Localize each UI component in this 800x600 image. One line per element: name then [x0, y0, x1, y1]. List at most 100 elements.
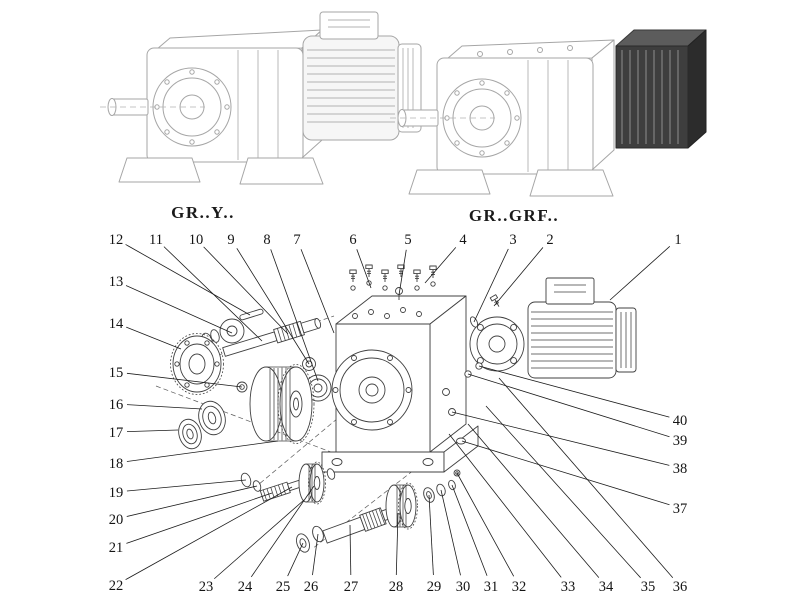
- leader-line-2: [493, 247, 544, 307]
- intermediate-pinion-assembly: [240, 461, 336, 505]
- leader-line-10: [203, 246, 289, 335]
- leader-line-40: [478, 365, 670, 418]
- leader-line-21: [126, 492, 273, 544]
- callout-label-37: 37: [673, 501, 688, 517]
- callout-label-30: 30: [456, 579, 471, 595]
- leader-line-4: [424, 247, 457, 284]
- dark-cover-front: [615, 45, 689, 149]
- output-washers: [423, 469, 461, 503]
- callout-label-29: 29: [427, 579, 442, 595]
- callout-label-27: 27: [344, 579, 359, 595]
- callout-label-26: 26: [304, 579, 319, 595]
- model-label-left: GR..Y..: [171, 203, 235, 222]
- leader-line-6: [356, 249, 372, 289]
- leader-line-31: [451, 484, 488, 576]
- callout-label-4: 4: [459, 232, 467, 248]
- callout-label-17: 17: [109, 425, 124, 441]
- leader-line-29: [428, 494, 434, 576]
- leader-line-25: [287, 542, 304, 577]
- intermediate-pinion: [259, 479, 302, 502]
- leader-line-28: [395, 512, 399, 576]
- foot-left-2: [239, 157, 324, 185]
- assembled-view-gr-grf: [390, 29, 707, 197]
- leader-line-33: [448, 433, 562, 578]
- foot-right-2: [529, 169, 614, 197]
- motor-body-left: [302, 35, 400, 141]
- callout-label-5: 5: [404, 232, 411, 248]
- motor: [527, 277, 637, 379]
- callout-label-32: 32: [512, 579, 527, 595]
- callout-label-18: 18: [109, 456, 124, 472]
- callout-label-7: 7: [293, 232, 300, 248]
- callout-label-22: 22: [109, 578, 124, 594]
- leader-line-20: [126, 485, 258, 517]
- callout-label-13: 13: [109, 274, 124, 290]
- callout-label-2: 2: [546, 232, 553, 248]
- leader-line-32: [456, 472, 515, 577]
- callout-label-23: 23: [199, 579, 214, 595]
- callout-label-14: 14: [109, 316, 124, 332]
- callout-label-24: 24: [238, 579, 253, 595]
- dark-cover-side: [687, 29, 707, 149]
- motor-assembly: [464, 277, 637, 379]
- callout-label-19: 19: [109, 485, 124, 501]
- leader-line-9: [236, 248, 310, 365]
- callout-label-34: 34: [599, 579, 614, 595]
- callout-label-6: 6: [349, 232, 356, 248]
- oil-plug-1: [442, 388, 450, 396]
- leader-line-35: [485, 405, 641, 579]
- callout-label-9: 9: [227, 232, 234, 248]
- bearing-small: [178, 418, 202, 450]
- leader-line-5: [398, 249, 407, 296]
- leader-line-8: [270, 249, 319, 382]
- leader-line-1: [609, 246, 671, 301]
- foot-left-1: [118, 157, 201, 183]
- callout-label-39: 39: [673, 433, 688, 449]
- callout-label-11: 11: [149, 232, 163, 248]
- leader-line-37: [461, 440, 670, 506]
- intermediate-gear: [298, 461, 326, 505]
- callout-label-1: 1: [674, 232, 681, 248]
- callout-label-10: 10: [189, 232, 204, 248]
- callout-label-3: 3: [509, 232, 516, 248]
- bearing-flange: [170, 333, 224, 395]
- output-gear: [385, 482, 418, 530]
- leader-line-36: [498, 377, 674, 578]
- bearing-large: [198, 400, 226, 436]
- callout-label-28: 28: [389, 579, 404, 595]
- leader-line-11: [163, 246, 263, 342]
- callout-label-15: 15: [109, 365, 124, 381]
- callout-label-16: 16: [109, 397, 124, 413]
- leader-line-15: [126, 372, 243, 388]
- callout-label-21: 21: [109, 540, 124, 556]
- callout-label-8: 8: [263, 232, 270, 248]
- callout-label-40: 40: [673, 413, 688, 429]
- leader-line-30: [440, 489, 461, 576]
- leader-line-7: [300, 249, 335, 334]
- leader-line-19: [126, 479, 247, 492]
- leader-line-18: [126, 440, 279, 462]
- leader-line-14: [126, 326, 182, 350]
- housing-bolts: [349, 264, 437, 300]
- leader-line-17: [126, 429, 179, 433]
- callout-label-12: 12: [109, 232, 124, 248]
- callout-label-31: 31: [484, 579, 499, 595]
- large-gear: [249, 364, 315, 444]
- leader-line-22: [125, 486, 293, 580]
- leader-line-34: [467, 423, 600, 578]
- foot-right-1: [408, 169, 491, 195]
- callout-label-38: 38: [673, 461, 688, 477]
- leader-line-38: [451, 411, 670, 466]
- callout-label-35: 35: [641, 579, 656, 595]
- callout-label-20: 20: [109, 512, 124, 528]
- terminal-box: [545, 277, 595, 305]
- callout-label-33: 33: [561, 579, 576, 595]
- leader-line-24: [250, 485, 315, 578]
- gear-housing: [321, 295, 479, 473]
- terminal-box-left: [319, 11, 379, 40]
- callout-label-25: 25: [276, 579, 291, 595]
- leader-line-3: [473, 248, 509, 323]
- leader-line-16: [126, 404, 203, 410]
